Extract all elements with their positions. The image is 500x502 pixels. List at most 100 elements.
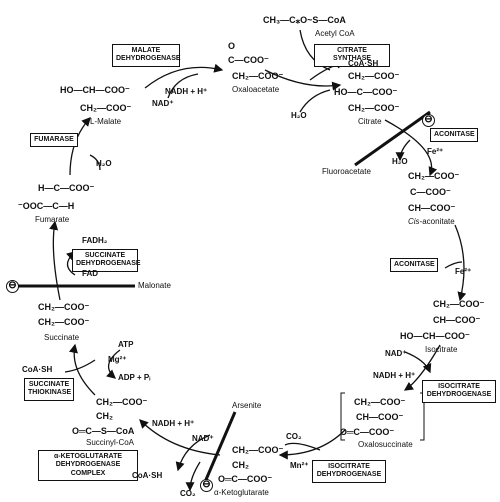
enzyme-malate-dehydrogenase: MALATE DEHYDROGENASE	[112, 44, 181, 67]
h2o-fumarase: H₂O	[96, 159, 112, 168]
succinylcoa-formula-2: CH₂	[96, 411, 113, 421]
oxalosuccinate-formula-3: O═C—COO⁻	[340, 427, 395, 437]
atp: ATP	[118, 340, 134, 349]
h2o-aconitase: H₂O	[392, 157, 408, 166]
arrow-cisaconitate-to-isocitrate	[454, 224, 467, 302]
enzyme-akg-dehydrogenase-complex: α-KETOGLUTARATE DEHYDROGENASE COMPLEX	[38, 450, 138, 482]
akg-formula-1: CH₂—COO⁻	[232, 445, 284, 455]
citrate-formula-2: HO—C—COO⁻	[334, 87, 398, 97]
cisaconitate-formula-3: CH—COO⁻	[408, 203, 456, 213]
oxaloacetate-formula-2: CH₂—COO⁻	[232, 71, 284, 81]
fumarate-formula-2: ⁻OOC—C—H	[18, 201, 75, 211]
arrow-fe-2	[444, 261, 463, 269]
arrow-coash-thio	[64, 359, 96, 373]
arrow-co2-isocitrate	[284, 442, 321, 451]
mg: Mg²⁺	[108, 355, 127, 364]
nadh-malate: NADH + H⁺	[165, 87, 208, 96]
inhibition-bar-akg-dh	[203, 411, 237, 483]
enzyme-aconitase-1: ACONITASE	[430, 128, 478, 143]
co2-akg: CO₂	[180, 489, 196, 498]
arrow-oxaloacetate-to-citrate	[264, 69, 342, 91]
malate-name: L-Malate	[90, 117, 122, 126]
akg-formula-2: CH₂	[232, 460, 249, 470]
oxalosuccinate-formula-2: CH—COO⁻	[356, 412, 404, 422]
enzyme-citrate-synthase: CITRATE SYNTHASE	[314, 44, 390, 67]
enzyme-isocitrate-dehydrogenase-2: ISOCITRATE DEHYDROGENASE	[312, 460, 386, 483]
nadh-akg: NADH + H⁺	[152, 419, 195, 428]
succinate-formula-2: CH₂—COO⁻	[38, 317, 90, 327]
fad: FAD	[82, 269, 98, 278]
isocitrate-formula-1: CH₂—COO⁻	[433, 299, 485, 309]
malate-formula-1: HO—CH—COO⁻	[60, 85, 130, 95]
enzyme-succinate-thiokinase: SUCCINATE THIOKINASE	[24, 378, 74, 401]
citrate-formula-1: CH₂—COO⁻	[348, 71, 400, 81]
arrow-nad-malate	[167, 73, 199, 99]
mn: Mn²⁺	[290, 461, 309, 470]
malonate-label: Malonate	[138, 281, 171, 290]
arrow-h2o-fumarase	[89, 154, 101, 171]
co2-isocitrate: CO₂	[286, 432, 302, 441]
nad-malate: NAD⁺	[152, 99, 174, 108]
fadh2: FADH₂	[82, 236, 108, 245]
acetyl-coa-formula: CH₃—C⁎O~S—CoA	[263, 15, 346, 25]
oxaloacetate-formula-1: C—COO⁻	[228, 55, 269, 65]
arrow-atp-adp	[106, 349, 121, 379]
isocitrate-formula-2: CH—COO⁻	[433, 315, 481, 325]
cisaconitate-name: Cis-aconitate	[408, 217, 455, 226]
fluoroacetate-label: Fluoroacetate	[322, 167, 371, 176]
citrate-name: Citrate	[358, 117, 382, 126]
arsenite-label: Arsenite	[232, 401, 262, 410]
enzyme-isocitrate-dehydrogenase-1: ISOCITRATE DEHYDROGENASE	[422, 380, 496, 403]
inhibition-bar-aconitase	[354, 110, 431, 167]
fumarate-formula-1: H—C—COO⁻	[38, 183, 95, 193]
arrow-succinylcoa-to-succinate	[69, 343, 96, 396]
malate-formula-2: CH₂—COO⁻	[80, 103, 132, 113]
arrow-isocitrate-to-oxalosuccinate	[403, 344, 441, 391]
arrow-h2o-aconitase-out	[395, 139, 411, 162]
h2o-citrate: H₂O	[291, 111, 307, 120]
oxalosuccinate-formula-1: CH₂—COO⁻	[354, 397, 406, 407]
oxaloacetate-co: O	[228, 41, 236, 51]
nad-akg: NAD⁺	[192, 434, 214, 443]
succinate-formula-1: CH₂—COO⁻	[38, 302, 90, 312]
arrow-acetylcoa-in	[299, 29, 331, 71]
fe-2: Fe²⁺	[455, 267, 472, 276]
arrow-citrate-to-cisaconitate	[384, 119, 438, 177]
arrow-nad-akg	[175, 434, 211, 472]
isocitrate-name: Isocitrate	[425, 345, 458, 354]
cisaconitate-formula-1: CH₂—COO⁻	[408, 171, 460, 181]
inhibitor-sign-succinate-dh: ⊖	[6, 280, 19, 293]
inhibitor-sign-akg-dh: ⊖	[200, 479, 213, 492]
succinylcoa-name: Succinyl-CoA	[86, 438, 135, 447]
isocitrate-formula-3: HO—CH—COO⁻	[400, 331, 470, 341]
oxalosuccinate-name: Oxalosuccinate	[358, 440, 413, 449]
akg-name: α-Ketoglutarate	[214, 488, 269, 497]
enzyme-succinate-dehydrogenase: SUCCINATE DEHYDROGENASE	[72, 249, 141, 272]
coash-citrate: CoA·SH	[348, 59, 379, 68]
arrow-malate-to-oxaloacetate	[144, 63, 224, 89]
nad-isocitrate: NAD⁺	[385, 349, 407, 358]
akg-formula-3: O═C—COO⁻	[218, 474, 273, 484]
succinylcoa-formula-3: O═C—S—CoA	[72, 426, 135, 436]
arrow-h2o-in	[299, 89, 331, 113]
arrow-succinate-to-fumarate	[49, 220, 61, 301]
succinate-name: Succinate	[44, 333, 80, 342]
adp-pi: ADP + Pᵢ	[118, 373, 151, 382]
coash-thiokinase: CoA·SH	[22, 365, 53, 374]
fe-1: Fe²⁺	[427, 147, 444, 156]
cisaconitate-formula-2: C—COO⁻	[410, 187, 451, 197]
nadh-isocitrate: NADH + H⁺	[373, 371, 416, 380]
acetyl-coa-name: Acetyl CoA	[315, 29, 355, 38]
arrow-akg-to-succinylcoa	[139, 419, 221, 456]
enzyme-aconitase-2: ACONITASE	[390, 258, 438, 273]
inhibitor-sign-aconitase: ⊖	[422, 114, 435, 127]
enzyme-fumarase: FUMARASE	[30, 133, 78, 148]
arrow-co2-akg	[185, 461, 201, 492]
fumarate-name: Fumarate	[35, 215, 70, 224]
coash-akg: CoA·SH	[132, 471, 163, 480]
citrate-formula-3: CH₂—COO⁻	[348, 103, 400, 113]
succinylcoa-formula-1: CH₂—COO⁻	[96, 397, 148, 407]
arrow-nad-isocitrate	[404, 351, 432, 374]
